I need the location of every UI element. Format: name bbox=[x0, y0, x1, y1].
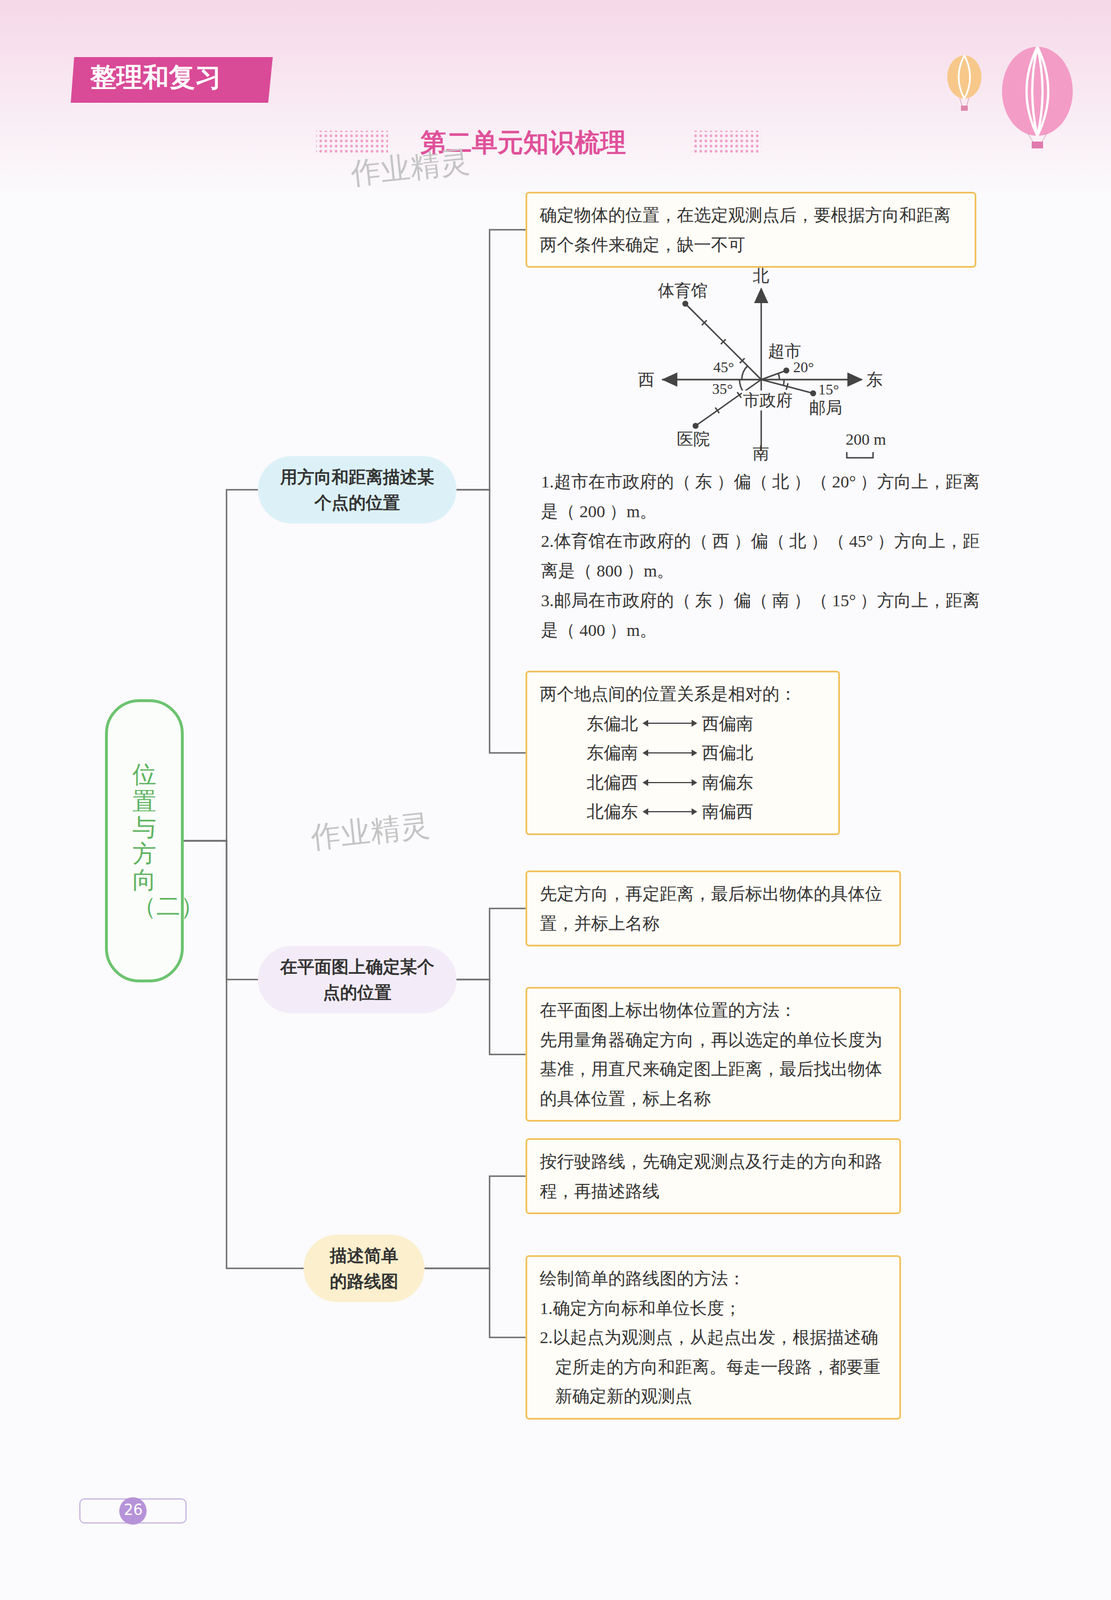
direction-label: 南 bbox=[752, 443, 770, 464]
note-box: 按行驶路线，先确定观测点及行走的方向和路程，再描述路线 bbox=[525, 1137, 902, 1214]
branch-pill: 用方向和距离描述某个点的位置 bbox=[257, 455, 457, 524]
angle-label: 15° bbox=[818, 380, 839, 399]
note-box: 确定物体的位置，在选定观测点后，要根据方向和距离两个条件来确定，缺一不可 bbox=[525, 191, 977, 268]
connector bbox=[183, 489, 258, 841]
title-dots bbox=[691, 130, 762, 154]
direction-term: 南偏东 bbox=[701, 767, 754, 798]
note-box: 绘制简单的路线图的方法：1.确定方向标和单位长度；2.以起点为观测点，从起点出发… bbox=[525, 1254, 902, 1420]
angle-label: 20° bbox=[793, 358, 814, 377]
connector bbox=[456, 489, 526, 753]
header-tag-text: 整理和复习 bbox=[90, 61, 222, 94]
header-tag bbox=[70, 57, 273, 103]
connector bbox=[456, 908, 526, 980]
place-name: 医院 bbox=[676, 429, 710, 450]
two-way-arrow bbox=[641, 805, 699, 818]
page-number: 26 bbox=[123, 1500, 143, 1519]
place-name: 超市 bbox=[768, 341, 802, 362]
box-text: 按行驶路线，先确定观测点及行走的方向和路程，再描述路线 bbox=[539, 1146, 887, 1206]
list-item: 2.以起点为观测点，从起点出发，根据描述确定所走的方向和距离。每走一段路，都要重… bbox=[539, 1322, 887, 1411]
direction-term: 北偏东 bbox=[586, 796, 638, 827]
header-band bbox=[0, 0, 1111, 195]
box-heading: 两个地点间的位置关系是相对的： bbox=[539, 679, 826, 709]
direction-term: 东偏南 bbox=[586, 737, 638, 768]
box-text: 在平面图上确定某个点的位置 bbox=[277, 953, 438, 1005]
branch-pill: 在平面图上确定某个点的位置 bbox=[257, 945, 457, 1013]
relation-row: 北偏西 南偏东 bbox=[539, 767, 826, 798]
topic-box: 位置与方向（二） bbox=[104, 699, 184, 983]
box-body: 先用量角器确定方向，再以选定的单位长度为基准，用直尺来确定图上距离，最后找出物体… bbox=[539, 1024, 887, 1114]
box-text: 描述简单的路线图 bbox=[322, 1242, 406, 1294]
note-box: 两个地点间的位置关系是相对的：东偏北 西偏南东偏南 西偏北北偏西 南偏东北偏东 南偏西 bbox=[525, 670, 840, 835]
direction-term: 南偏西 bbox=[701, 796, 754, 827]
connector bbox=[456, 229, 526, 490]
direction-label: 北 bbox=[752, 265, 770, 286]
watermark: 作业精灵 bbox=[309, 806, 431, 855]
two-way-arrow bbox=[641, 746, 699, 759]
direction-label: 东 bbox=[866, 369, 883, 390]
place-name: 体育馆 bbox=[657, 280, 708, 301]
connector bbox=[183, 840, 258, 980]
watermark: 作业精灵 bbox=[349, 143, 471, 192]
angle-label: 45° bbox=[713, 358, 734, 377]
question: 1.超市在市政府的（ 东 ）偏（ 北 ）（ 20° ）方向上，距离是（ 200 … bbox=[540, 466, 981, 527]
page-number-badge bbox=[79, 1496, 187, 1525]
relation-row: 东偏北 西偏南 bbox=[539, 708, 826, 739]
note-box: 在平面图上标出物体位置的方法：先用量角器确定方向，再以选定的单位长度为基准，用直… bbox=[525, 986, 902, 1122]
box-heading: 绘制简单的路线图的方法： bbox=[539, 1263, 887, 1294]
note-box: 先定方向，再定距离，最后标出物体的具体位置，并标上名称 bbox=[525, 870, 902, 947]
connector bbox=[456, 979, 526, 1054]
angle-label: 35° bbox=[712, 380, 733, 398]
two-way-arrow bbox=[641, 716, 699, 730]
branch-pill: 描述简单的路线图 bbox=[303, 1234, 425, 1302]
compass-figure bbox=[661, 288, 874, 458]
question: 2.体育馆在市政府的（ 西 ）偏（ 北 ）（ 45° ）方向上，距离是（ 800… bbox=[540, 526, 981, 586]
list-item: 1.确定方向标和单位长度； bbox=[539, 1293, 887, 1323]
direction-term: 西偏南 bbox=[701, 708, 754, 739]
connector bbox=[424, 1176, 526, 1268]
box-text: 位置与方向（二） bbox=[132, 761, 157, 920]
box-text: 在平面图上标出物体位置的方法： bbox=[539, 995, 887, 1025]
relation-row: 东偏南 西偏北 bbox=[539, 737, 826, 768]
direction-label: 西 bbox=[637, 369, 655, 390]
scale-label: 200 m bbox=[845, 429, 887, 450]
place-name: 市政府 bbox=[741, 390, 794, 411]
place-name: 邮局 bbox=[809, 397, 843, 418]
direction-term: 北偏西 bbox=[586, 767, 638, 798]
question: 3.邮局在市政府的（ 东 ）偏（ 南 ）（ 15° ）方向上，距离是（ 400 … bbox=[540, 585, 981, 645]
box-text: 确定物体的位置，在选定观测点后，要根据方向和距离两个条件来确定，缺一不可 bbox=[539, 200, 963, 260]
direction-term: 西偏北 bbox=[701, 737, 754, 768]
balloon bbox=[947, 46, 1073, 149]
connector bbox=[183, 840, 304, 1268]
connector bbox=[424, 1267, 526, 1337]
box-text: 用方向和距离描述某个点的位置 bbox=[277, 463, 438, 516]
direction-term: 东偏北 bbox=[586, 708, 638, 739]
two-way-arrow bbox=[641, 776, 699, 789]
relation-row: 北偏东 南偏西 bbox=[539, 796, 826, 827]
title-dots bbox=[316, 130, 389, 154]
box-text: 先定方向，再定距离，最后标出物体的具体位置，并标上名称 bbox=[539, 878, 887, 938]
